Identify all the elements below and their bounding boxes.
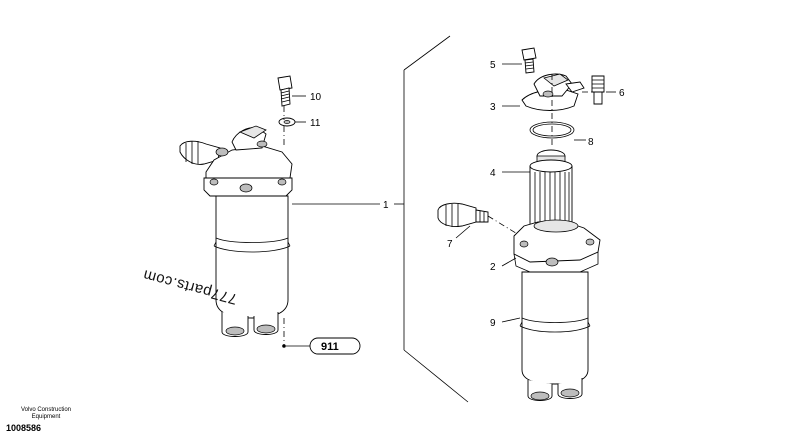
bowl-9-part — [519, 271, 591, 401]
washer-11-part — [278, 117, 296, 127]
assembled-filter — [179, 125, 293, 337]
drawing-number: 1008586 — [6, 423, 42, 433]
callout-11: 11 — [310, 118, 321, 129]
callout-10: 10 — [310, 92, 322, 103]
housing-2-part — [513, 219, 601, 273]
bolt-5-part — [521, 47, 537, 74]
callout-4: 4 — [490, 168, 496, 179]
callout-9: 9 — [490, 318, 496, 329]
cable-plug-7-part — [437, 202, 489, 227]
callout-1: 1 — [383, 200, 389, 211]
bolt-10-part — [277, 75, 293, 107]
brand-line-1: Volvo Construction — [20, 407, 72, 413]
sensor-6-part — [591, 75, 605, 105]
brand-block: Volvo Construction Equipment — [6, 407, 86, 421]
reference-911[interactable]: 911 — [321, 341, 339, 353]
callout-3: 3 — [490, 102, 496, 113]
callout-2: 2 — [490, 262, 496, 273]
callout-8: 8 — [588, 137, 594, 148]
callout-7: 7 — [447, 239, 453, 250]
filter-element-4-part — [529, 149, 573, 232]
brand-line-2: Equipment — [31, 414, 61, 420]
callout-6: 6 — [619, 88, 625, 99]
callout-5: 5 — [490, 60, 496, 71]
cover-3-part — [521, 73, 585, 111]
